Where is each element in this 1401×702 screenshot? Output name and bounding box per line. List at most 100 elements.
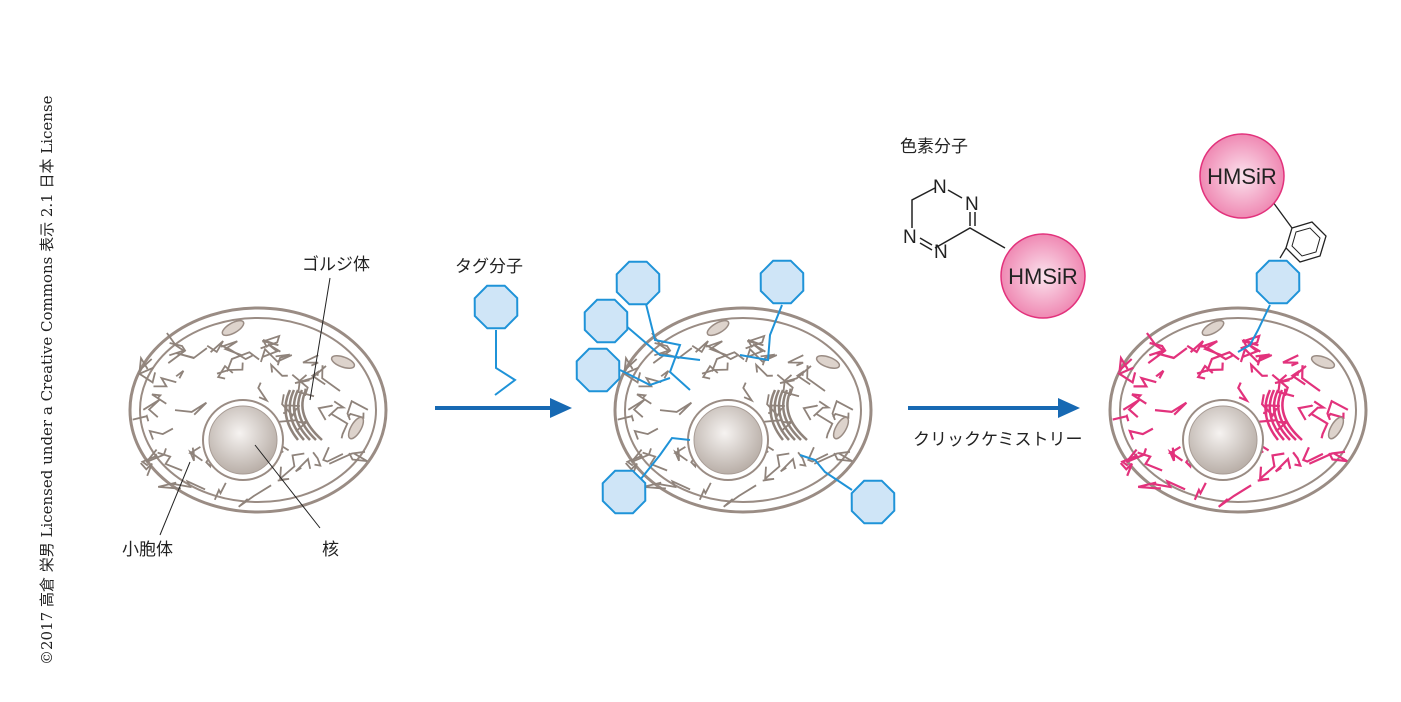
er-filament [815, 412, 834, 439]
er-filament [1155, 369, 1165, 379]
er-filament [151, 393, 167, 405]
tag-octagon [615, 260, 661, 306]
er-filament [153, 376, 177, 388]
er-filament [302, 354, 319, 367]
er-filament [812, 400, 832, 417]
er-filament [157, 451, 183, 472]
tag-linker [1237, 304, 1271, 353]
er-filament [260, 347, 293, 363]
nucleus [208, 405, 278, 475]
er-filament [802, 404, 819, 421]
tag-octagon [601, 469, 647, 515]
tag-molecule [473, 284, 519, 396]
dye-label: HMSiR [1008, 264, 1078, 289]
golgi-cisterna [284, 389, 299, 441]
er-filament [1146, 332, 1167, 357]
er-filament [262, 343, 281, 358]
arrow-1 [435, 398, 572, 418]
tag-linker [494, 330, 517, 396]
er-filament [622, 366, 641, 384]
golgi-cisterna [301, 389, 323, 441]
golgi-cisterna [786, 389, 808, 441]
er-filament [704, 344, 738, 361]
golgi [1264, 389, 1303, 441]
tag-octagon [759, 259, 805, 305]
er-filament [1133, 376, 1157, 388]
er-filament [1259, 452, 1285, 480]
golgi-cisterna [1272, 389, 1291, 441]
mitochondrion [1327, 416, 1345, 440]
er-filament [1186, 340, 1205, 354]
er-filament [1196, 362, 1224, 375]
er-filament [780, 420, 794, 433]
er-filament [832, 412, 850, 419]
er-filament [206, 340, 224, 354]
er-filament [1310, 412, 1329, 439]
er-filament [617, 414, 635, 422]
tag-molecule [615, 260, 691, 391]
er-filament [260, 334, 281, 350]
label-er: 小胞体 [122, 540, 173, 560]
arrow-2 [908, 398, 1080, 418]
tag-octagon [583, 298, 629, 344]
er-filament [138, 355, 153, 373]
er-filament [330, 412, 349, 439]
er-filament [1156, 347, 1188, 360]
er-filament [701, 364, 719, 380]
er-filament [833, 452, 853, 462]
er-filament [1199, 343, 1234, 361]
er-filament [755, 362, 773, 377]
er-filament [132, 414, 150, 422]
golgi-cisterna [1281, 389, 1303, 441]
golgi-cisterna [777, 389, 796, 441]
er-filament [638, 376, 662, 388]
er-filament [1125, 448, 1148, 464]
er-filament [657, 479, 691, 491]
label-click-chemistry: クリックケミストリー [913, 430, 1083, 450]
er-filament [322, 446, 344, 463]
er-filament [1327, 412, 1345, 420]
er-filament [312, 451, 322, 467]
er-filament [1167, 448, 1184, 462]
er-filament [764, 452, 790, 480]
er-filament [742, 382, 755, 403]
golgi-cisterna [1277, 389, 1297, 441]
tag-octagon [1255, 259, 1301, 305]
er-filament [651, 332, 671, 357]
tag-linker [619, 369, 671, 387]
dye-label: HMSiR [1207, 164, 1277, 189]
label-golgi: ゴルジ体 [302, 254, 370, 275]
er-filament [145, 448, 167, 463]
tag-linker [644, 299, 691, 391]
er-filament [1297, 404, 1314, 421]
golgi-cisterna [782, 389, 802, 441]
cell-dye-labeled [1108, 306, 1368, 514]
cell-inner-membrane [624, 317, 862, 503]
golgi-cisterna [1264, 389, 1279, 441]
er-filament [1119, 462, 1134, 477]
er-filament [813, 450, 851, 465]
tag-molecule [583, 298, 701, 361]
mitochondrion [347, 416, 365, 440]
tag-linker [639, 436, 691, 481]
er-filament [310, 370, 326, 386]
tag-molecule [799, 454, 896, 525]
er-filament [188, 449, 203, 462]
er-filament [807, 446, 829, 463]
er-filament [1154, 401, 1188, 416]
er-filament [1301, 446, 1324, 463]
er-filament [723, 484, 757, 508]
er-filament [673, 449, 688, 462]
er-filament [213, 482, 227, 501]
er-filament [1275, 420, 1289, 433]
er-filament [1112, 413, 1130, 422]
er-filament [321, 365, 341, 392]
golgi-cisterna [292, 389, 311, 441]
golgi-cisterna [297, 389, 317, 441]
er-filament [1282, 354, 1299, 367]
er-filament [1249, 361, 1268, 377]
er-filament [782, 374, 800, 398]
tag-linker [799, 454, 853, 491]
er-filament [780, 457, 797, 473]
er-filament [295, 420, 309, 433]
